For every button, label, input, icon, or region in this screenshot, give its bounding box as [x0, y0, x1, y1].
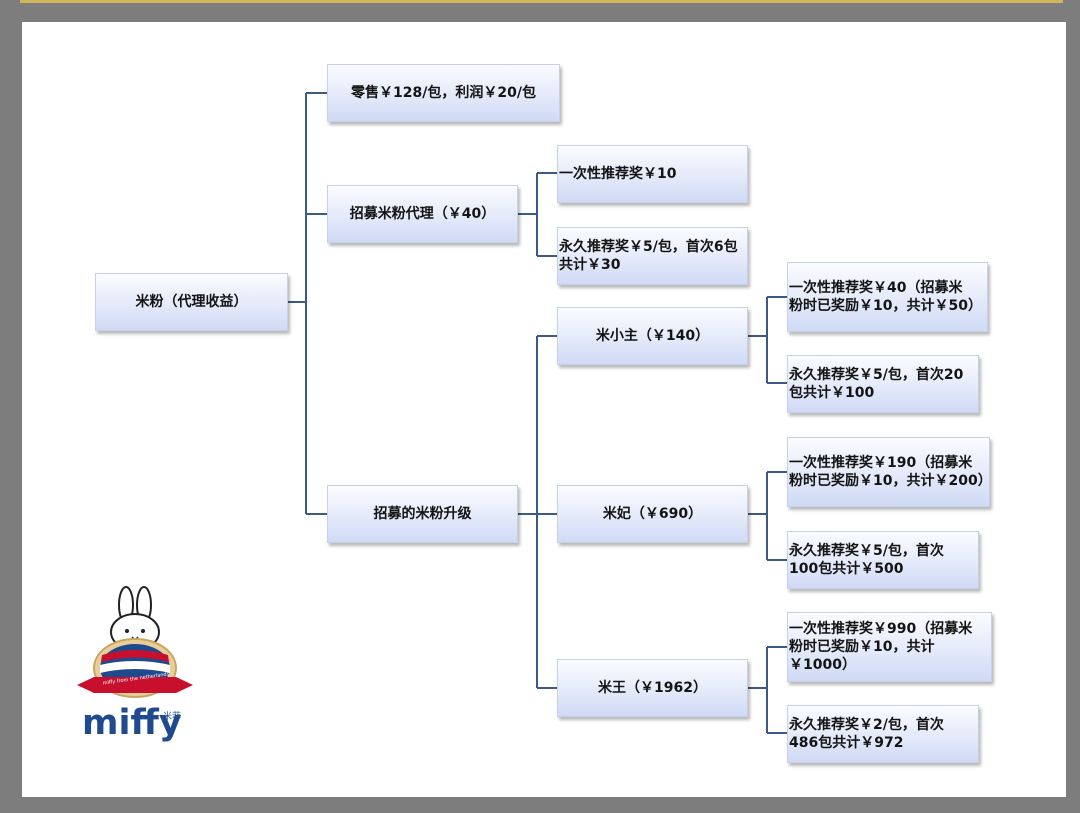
tier2-permanent-reward: 永久推荐奖￥5/包，首次 100包共计￥500: [787, 531, 979, 589]
badge-ribbon: [77, 677, 193, 693]
tier-node-xiaozhu: 米小主（￥140）: [557, 307, 748, 365]
retail-node: 零售￥128/包，利润￥20/包: [327, 64, 560, 122]
agent-one-time-reward: 一次性推荐奖￥10: [557, 145, 748, 203]
tier-node-miwang: 米王（￥1962）: [557, 659, 748, 717]
tier3-permanent-reward: 永久推荐奖￥2/包，首次 486包共计￥972: [787, 705, 979, 763]
logo-wordmark: miffy: [82, 703, 182, 743]
agent-permanent-reward: 永久推荐奖￥5/包，首次6包 共计￥30: [557, 227, 748, 285]
tier1-one-time-reward: 一次性推荐奖￥40（招募米 粉时已奖励￥10，共计￥50）: [787, 262, 988, 332]
top-accent-bar: [20, 0, 1063, 3]
tier3-one-time-reward: 一次性推荐奖￥990（招募米 粉时已奖励￥10，共计 ￥1000）: [787, 612, 992, 682]
tier1-permanent-reward: 永久推荐奖￥5/包，首次20 包共计￥100: [787, 355, 979, 413]
logo-chinese-name: 米菲: [163, 712, 182, 722]
tier-node-mifei: 米妃（￥690）: [557, 485, 748, 543]
tier2-one-time-reward: 一次性推荐奖￥190（招募米 粉时已奖励￥10，共计￥200）: [787, 437, 992, 507]
upgrade-node: 招募的米粉升级: [327, 485, 518, 543]
root-node: 米粉（代理收益）: [95, 273, 288, 331]
recruit-agent-node: 招募米粉代理（￥40）: [327, 185, 518, 243]
miffy-logo: [77, 586, 193, 698]
